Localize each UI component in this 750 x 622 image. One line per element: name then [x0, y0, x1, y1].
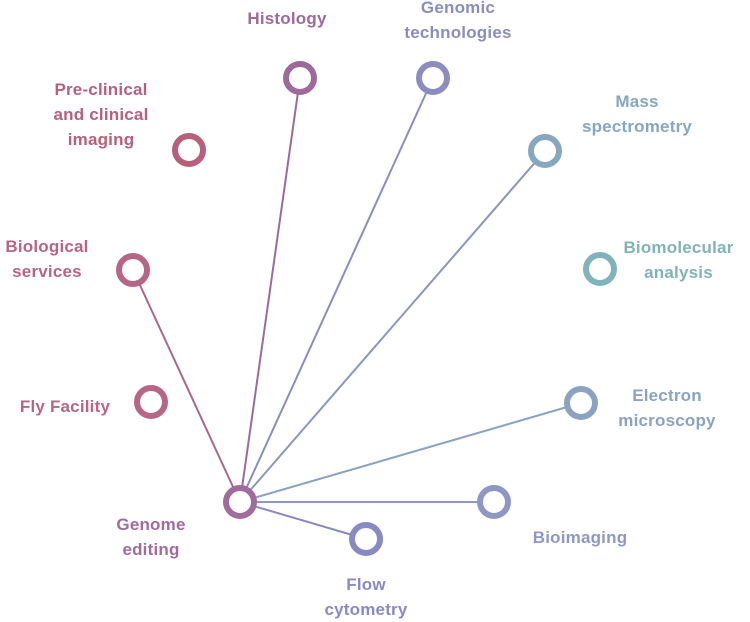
label-bioimaging: Bioimaging	[520, 525, 640, 550]
label-line: Biomolecular	[623, 238, 734, 257]
label-line: microscopy	[618, 411, 716, 430]
label-line: Flow	[346, 575, 386, 594]
label-line: Fly Facility	[19, 397, 111, 416]
node-genome-editing[interactable]	[223, 485, 257, 519]
label-electron-microscopy: Electron microscopy	[602, 383, 732, 433]
label-histology: Histology	[232, 6, 342, 31]
label-line: Biological	[5, 237, 89, 256]
label-flow-cytometry: Flow cytometry	[306, 572, 426, 622]
label-biological-services: Biological services	[0, 234, 102, 284]
label-line: Genomic	[420, 0, 496, 17]
label-mass-spectrometry: Mass spectrometry	[567, 89, 707, 139]
connection-genome-biological	[132, 269, 241, 503]
node-preclinical-imaging[interactable]	[172, 133, 206, 167]
label-line: imaging	[67, 130, 135, 149]
node-mass-spectrometry[interactable]	[528, 134, 562, 168]
label-line: services	[12, 262, 82, 281]
label-line: Mass	[615, 92, 659, 111]
connection-genome-histology	[239, 77, 301, 503]
node-biomolecular-analysis[interactable]	[583, 252, 617, 286]
connection-lines	[132, 77, 582, 540]
label-line: spectrometry	[581, 117, 693, 136]
connection-genome-flow	[239, 501, 367, 540]
connection-genome-mass	[239, 150, 546, 503]
label-line: Genome	[116, 515, 186, 534]
node-fly-facility[interactable]	[134, 385, 168, 419]
node-bioimaging[interactable]	[477, 485, 511, 519]
connection-genome-genomic	[239, 77, 434, 503]
label-biomolecular-analysis: Biomolecular analysis	[616, 235, 741, 285]
label-line: Electron	[632, 386, 702, 405]
label-genomic-technologies: Genomic technologies	[393, 0, 523, 45]
label-line: Bioimaging	[532, 528, 628, 547]
node-histology[interactable]	[283, 61, 317, 95]
connection-genome-electron	[239, 402, 582, 503]
label-line: cytometry	[324, 600, 408, 619]
label-genome-editing: Genome editing	[96, 512, 206, 562]
node-genomic-technologies[interactable]	[416, 61, 450, 95]
node-electron-microscopy[interactable]	[564, 386, 598, 420]
label-line: editing	[122, 540, 180, 559]
label-line: analysis	[644, 263, 713, 282]
label-fly-facility: Fly Facility	[4, 394, 126, 419]
node-biological-services[interactable]	[116, 253, 150, 287]
node-rings	[116, 61, 617, 556]
label-line: Pre-clinical	[54, 80, 148, 99]
node-flow-cytometry[interactable]	[349, 522, 383, 556]
label-line: and clinical	[53, 105, 149, 124]
label-preclinical-imaging: Pre-clinical and clinical imaging	[40, 77, 162, 152]
label-line: Histology	[247, 9, 327, 28]
label-line: technologies	[404, 23, 512, 42]
